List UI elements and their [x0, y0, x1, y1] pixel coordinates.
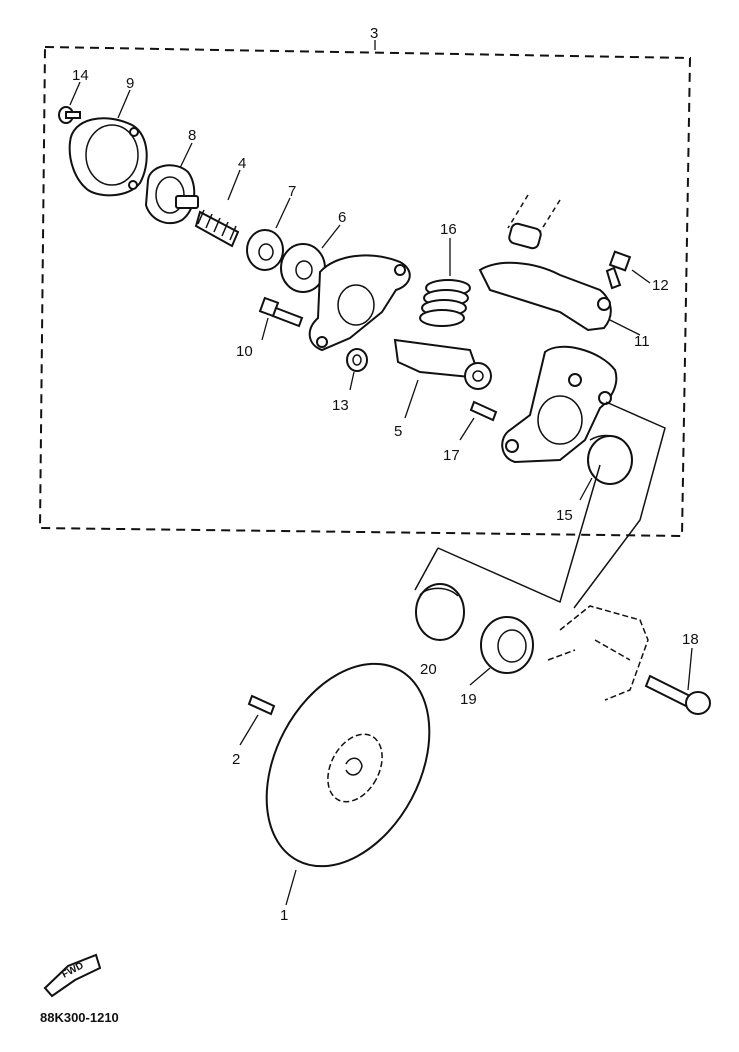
label-part-16: 16: [440, 221, 457, 238]
forward-direction-arrow-icon: FWD: [43, 953, 102, 998]
engine-case-fragment: [547, 605, 649, 701]
label-part-17: 17: [443, 447, 460, 464]
part-7-clip: [246, 197, 291, 271]
part-19-bearing: [469, 616, 534, 686]
label-part-13: 13: [332, 397, 349, 414]
label-part-9: 9: [126, 75, 134, 92]
label-part-18: 18: [682, 631, 699, 648]
label-part-11: 11: [634, 333, 650, 350]
pump-body: [501, 345, 618, 464]
label-part-10: 10: [236, 343, 253, 360]
part-1-disc: [265, 662, 431, 906]
part-16-spring: [419, 238, 471, 327]
assembly-boundary-dashed: [38, 45, 692, 538]
part-4-spring: [194, 169, 241, 248]
drawing-code: 88K300-1210: [40, 1010, 119, 1025]
label-part-19: 19: [460, 691, 477, 708]
part-8-impeller-shaft: [144, 142, 199, 225]
label-part-20: 20: [420, 661, 437, 678]
label-part-6: 6: [338, 209, 346, 226]
part-17-pin: [459, 400, 498, 441]
label-part-14: 14: [72, 67, 89, 84]
cable-end-fitting: [507, 194, 561, 250]
part-12-screw: [605, 250, 651, 290]
label-part-2: 2: [232, 751, 240, 768]
label-part-1: 1: [280, 907, 288, 924]
label-part-3: 3: [370, 25, 378, 42]
part-13-seal: [346, 348, 368, 391]
part-11-lever-arm: [478, 261, 641, 336]
part-20-collar: [415, 583, 465, 641]
label-part-7: 7: [288, 183, 296, 200]
part-6-washer: [280, 224, 341, 293]
label-part-12: 12: [652, 277, 669, 294]
label-part-4: 4: [238, 155, 246, 172]
part-15-cap: [579, 434, 633, 501]
assembly-guide-lines: [414, 401, 666, 609]
label-part-5: 5: [394, 423, 402, 440]
part-10-bolt: [258, 296, 304, 341]
part-2-key: [239, 694, 276, 746]
part-14-screw: [58, 81, 81, 124]
part-9-cover: [68, 89, 148, 197]
part-5-plunger: [393, 338, 492, 419]
label-part-15: 15: [556, 507, 573, 524]
pump-housing-plate: [308, 254, 411, 352]
label-part-8: 8: [188, 127, 196, 144]
part-18-bolt: [644, 647, 711, 715]
